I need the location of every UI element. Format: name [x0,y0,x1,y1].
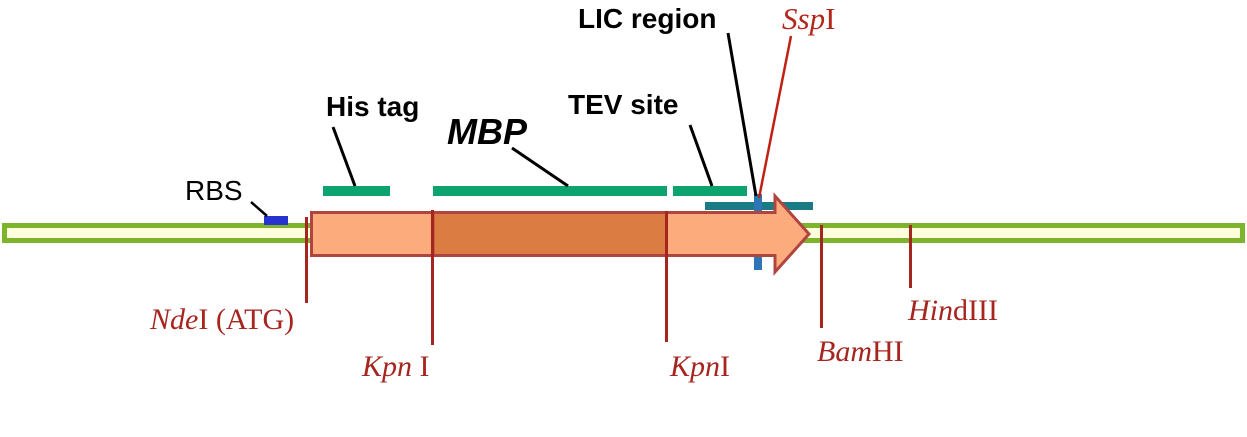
tev-leader-line [688,124,714,187]
hindiii-enzyme-prefix: Hin [908,294,953,327]
vector-backbone [2,223,1245,243]
mbp-label: MBP [447,111,527,152]
mbp-bar [433,186,667,196]
ssp-site-tick [754,194,762,270]
hindiii-enzyme-suffix: dIII [953,294,998,327]
bamhi-site-label: BamHI [817,335,904,368]
bamhi-site-line [820,225,823,328]
ndei-site-line [305,217,308,303]
kpni1-enzyme-suffix: I [412,350,430,383]
mbp-leader-line [511,146,569,188]
lic-region-label: LIC region [578,3,717,34]
rbs-marker [264,216,288,225]
kpni-site-line-2 [665,211,668,342]
kpni2-enzyme-prefix: Kpn [670,350,721,383]
ndei-enzyme-prefix: Nde [150,303,199,336]
his-tag-bar [323,186,390,196]
his-tag-label: His tag [326,91,420,122]
ndei-enzyme-suffix: I (ATG) [198,303,295,336]
sspi-enzyme-suffix: I [825,1,836,36]
hindiii-site-label: HindIII [908,294,998,327]
rbs-leader-line [250,201,268,217]
sspi-leader-line [757,35,793,199]
bamhi-enzyme-prefix: Bam [817,335,872,368]
hindiii-site-line [909,225,912,288]
his-tag-leader-line [331,126,357,187]
kpni-site-label-1: Kpn I [362,350,430,383]
sspi-enzyme-prefix: Ssp [782,1,826,36]
tev-site-bar [673,186,747,196]
rbs-label: RBS [185,175,243,206]
sspi-site-label: SspI [782,1,836,36]
kpni-site-label-2: KpnI [670,350,730,383]
tev-site-label: TEV site [568,89,679,120]
ndei-site-label: NdeI (ATG) [150,303,294,336]
kpni-site-line-1 [431,210,434,345]
kpni2-enzyme-suffix: I [720,350,731,383]
lic-region-leader-line [726,32,758,197]
kpni1-enzyme-prefix: Kpn [362,350,413,383]
bamhi-enzyme-suffix: HI [872,335,904,368]
